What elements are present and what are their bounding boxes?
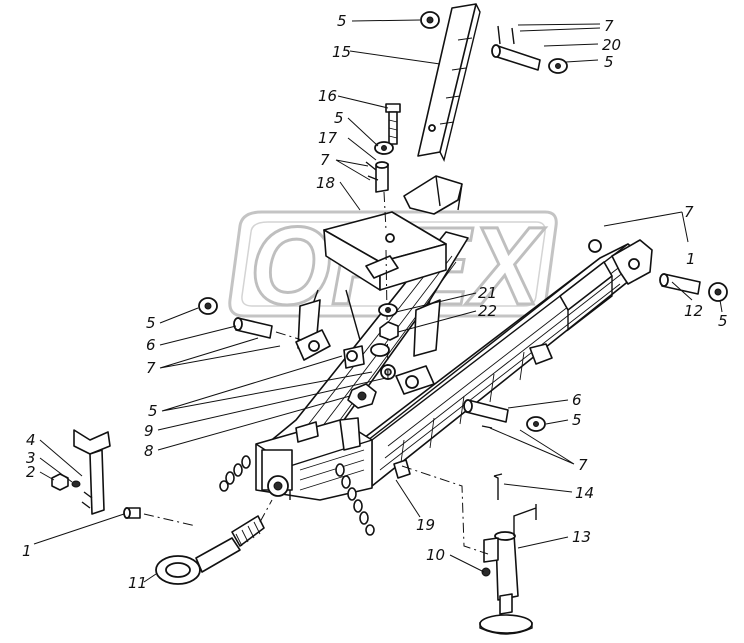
pin-6-right [463,343,553,432]
coupling-head [255,417,373,501]
callout-1-right: 1 [686,250,696,268]
callout-8: 8 [144,442,154,460]
callout-6-right: 6 [572,391,582,409]
callout-5-lower: 5 [148,402,158,420]
callout-5-right: 5 [718,312,728,330]
pin-12 [659,273,728,302]
callout-5-top: 5 [337,12,347,30]
callout-5-lowright: 5 [572,411,582,429]
callout-17: 17 [318,129,338,147]
callout-10: 10 [426,546,445,564]
right-frame-arm [321,239,653,497]
callout-21: 21 [478,284,497,302]
callout-16: 16 [318,87,337,105]
strut-15 [417,3,481,163]
center-lugs [295,329,435,409]
left-frame-arm [261,175,469,479]
callout-5-mid: 5 [334,109,344,127]
callout-5-left: 5 [146,314,156,332]
callout-7-top: 7 [604,17,614,35]
washer-top [420,11,440,29]
callout-7-lowright: 7 [578,456,588,474]
callout-labels: 5 15 7 20 5 16 5 17 7 18 7 1 12 5 21 22 … [22,12,728,592]
washers-21-22 [370,303,399,357]
callout-3: 3 [26,449,36,467]
safety-chain-left [219,455,251,492]
bracket-4 [51,429,111,515]
callout-1-left: 1 [22,542,32,560]
callout-14: 14 [575,484,594,502]
pin-1 [123,507,197,527]
jack-stand-13 [401,465,537,635]
tow-eye-11 [155,499,273,585]
callout-20: 20 [602,36,621,54]
leader-lines [33,19,723,583]
callout-6-left: 6 [146,336,156,354]
callout-22: 22 [478,302,497,320]
callout-7-left: 7 [146,359,156,377]
callout-13: 13 [572,528,591,546]
callout-2: 2 [26,463,36,481]
callout-19: 19 [416,516,435,534]
center-plate [297,211,447,357]
pin-6-left [198,297,303,341]
callout-15: 15 [332,43,351,61]
pin-20 [491,25,568,74]
callout-7-right: 7 [684,203,694,221]
callout-12: 12 [684,302,703,320]
callout-4: 4 [26,431,36,449]
callout-5-topright: 5 [604,53,614,71]
callout-11: 11 [128,574,147,592]
callout-9: 9 [144,422,154,440]
callout-18: 18 [316,174,335,192]
callout-7-mid: 7 [320,151,330,169]
safety-chain-19 [335,459,411,536]
bolt-16 [365,103,401,381]
